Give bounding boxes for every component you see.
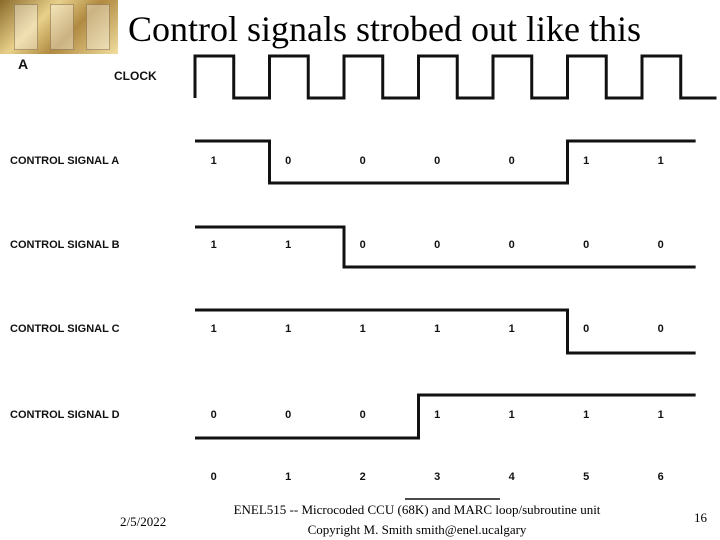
signal-value: 0 <box>658 323 664 335</box>
footer-text: ENEL515 -- Microcoded CCU (68K) and MARC… <box>212 500 622 540</box>
footer-line-2: Copyright M. Smith smith@enel.ucalgary <box>307 522 527 537</box>
signal-value: 1 <box>509 323 515 335</box>
signal-value: 1 <box>360 323 366 335</box>
signal-value: 1 <box>509 409 515 421</box>
signal-value: 0 <box>211 409 217 421</box>
time-tick-label: 3 <box>434 471 440 483</box>
time-tick-label: 5 <box>583 471 589 483</box>
signal-value: 1 <box>434 409 440 421</box>
time-tick-label: 4 <box>509 471 516 483</box>
signal-waveform <box>195 308 696 355</box>
logo-block <box>50 4 74 50</box>
signal-value: 1 <box>211 239 217 251</box>
signal-value: 0 <box>285 409 291 421</box>
signal-value: 0 <box>285 155 291 167</box>
signal-value: 0 <box>658 239 664 251</box>
signal-value: 1 <box>211 323 217 335</box>
signal-value: 1 <box>583 155 589 167</box>
signal-value: 0 <box>360 155 366 167</box>
footer-date: 2/5/2022 <box>120 514 167 529</box>
signal-label: CONTROL SIGNAL A <box>10 155 119 167</box>
signal-value: 1 <box>285 239 291 251</box>
slide-title: Control signals strobed out like this <box>128 9 641 49</box>
signal-label: CONTROL SIGNAL D <box>10 409 120 421</box>
signal-label: CONTROL SIGNAL B <box>10 239 120 251</box>
signal-value: 0 <box>360 409 366 421</box>
signal-waveform <box>195 139 696 185</box>
signal-value: 1 <box>211 155 217 167</box>
signal-value: 1 <box>285 323 291 335</box>
signal-value: 1 <box>434 323 440 335</box>
signal-value: 1 <box>658 409 664 421</box>
page-number: 16 <box>694 510 707 525</box>
logo-block <box>86 4 110 50</box>
signal-label: CONTROL SIGNAL C <box>10 323 120 335</box>
logo-decoration <box>0 0 118 54</box>
signal-waveform <box>195 225 696 269</box>
footer-line-1: ENEL515 -- Microcoded CCU (68K) and MARC… <box>233 502 601 517</box>
time-tick-label: 6 <box>658 471 664 483</box>
clock-waveform <box>193 54 717 100</box>
logo-block <box>14 4 38 50</box>
figure-label: A <box>18 56 29 72</box>
signal-value: 0 <box>434 239 440 251</box>
signal-value: 0 <box>509 155 515 167</box>
time-tick-label: 1 <box>285 471 291 483</box>
signal-waveform <box>195 393 696 440</box>
time-tick-label: 0 <box>211 471 217 483</box>
signal-value: 0 <box>583 239 589 251</box>
signal-value: 1 <box>658 155 664 167</box>
signal-value: 0 <box>509 239 515 251</box>
signal-value: 1 <box>583 409 589 421</box>
time-tick-label: 2 <box>360 471 366 483</box>
signal-value: 0 <box>583 323 589 335</box>
signal-value: 0 <box>434 155 440 167</box>
signal-value: 0 <box>360 239 366 251</box>
clock-label: CLOCK <box>114 69 157 83</box>
